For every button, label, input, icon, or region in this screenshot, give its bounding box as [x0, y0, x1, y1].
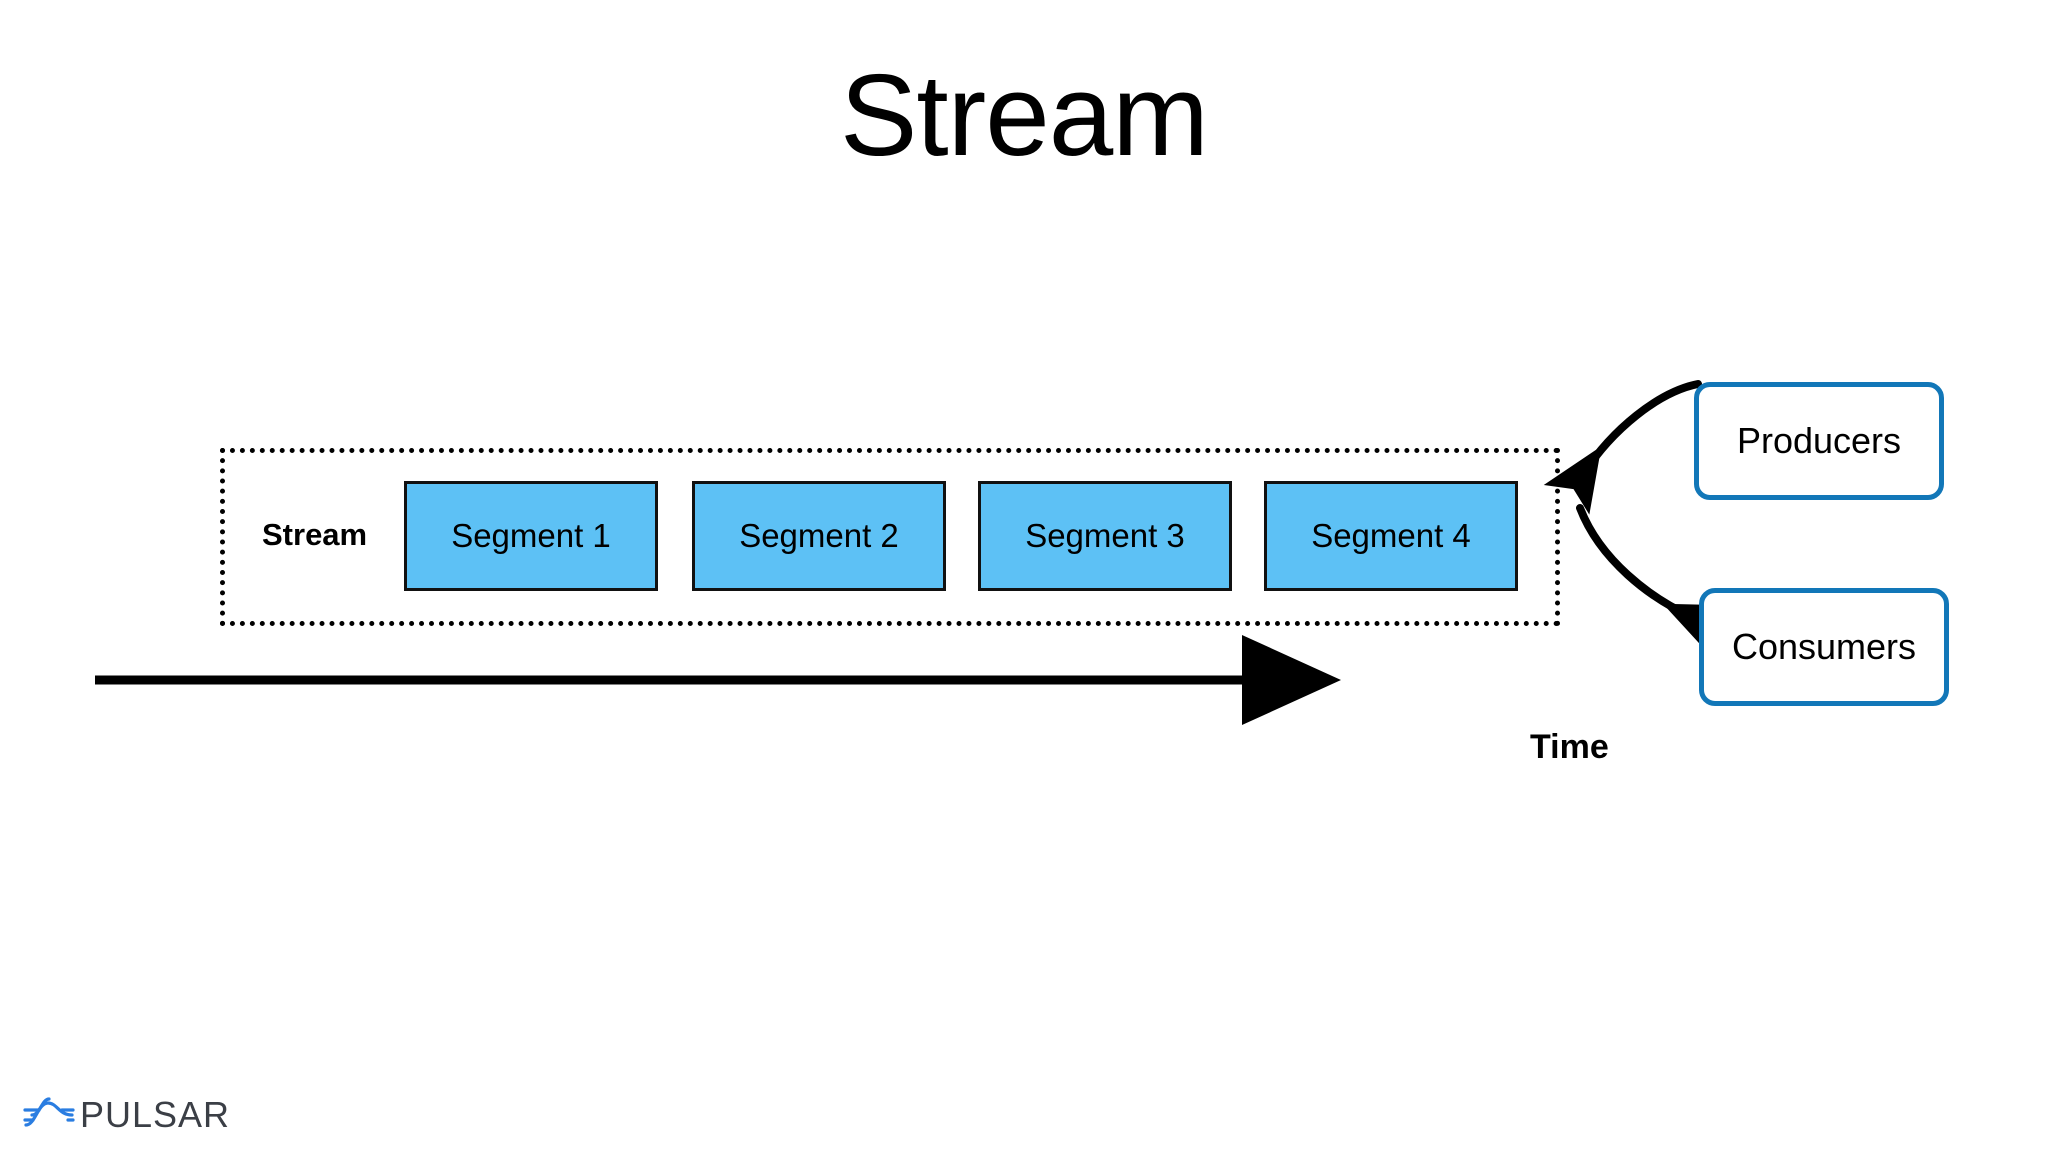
- stream-segment: Segment 2: [692, 481, 946, 591]
- producers-label: Producers: [1736, 420, 1902, 461]
- time-axis-arrow: [95, 635, 1341, 725]
- stream-segment: Segment 1: [404, 481, 658, 591]
- segment-label: Segment 3: [1025, 517, 1185, 554]
- producers-to-stream-arrow: [1543, 380, 1702, 515]
- consumers-label: Consumers: [1731, 626, 1917, 667]
- page-title: Stream: [840, 50, 1209, 180]
- time-axis-label: Time: [1530, 728, 1609, 766]
- consumers-box: Consumers: [1699, 588, 1949, 706]
- producers-box: Producers: [1694, 382, 1944, 500]
- segment-label: Segment 2: [739, 517, 899, 554]
- stream-segment: Segment 3: [978, 481, 1232, 591]
- segment-label: Segment 4: [1311, 517, 1471, 554]
- stream-segment: Segment 4: [1264, 481, 1518, 591]
- stream-label: Stream: [262, 517, 368, 552]
- pulsar-logo: PULSAR: [22, 1094, 230, 1136]
- stream-to-consumers-arrow: [1576, 504, 1733, 655]
- segment-label: Segment 1: [451, 517, 611, 554]
- pulsar-wave-icon: [23, 1097, 75, 1127]
- pulsar-wordmark: PULSAR: [80, 1094, 231, 1135]
